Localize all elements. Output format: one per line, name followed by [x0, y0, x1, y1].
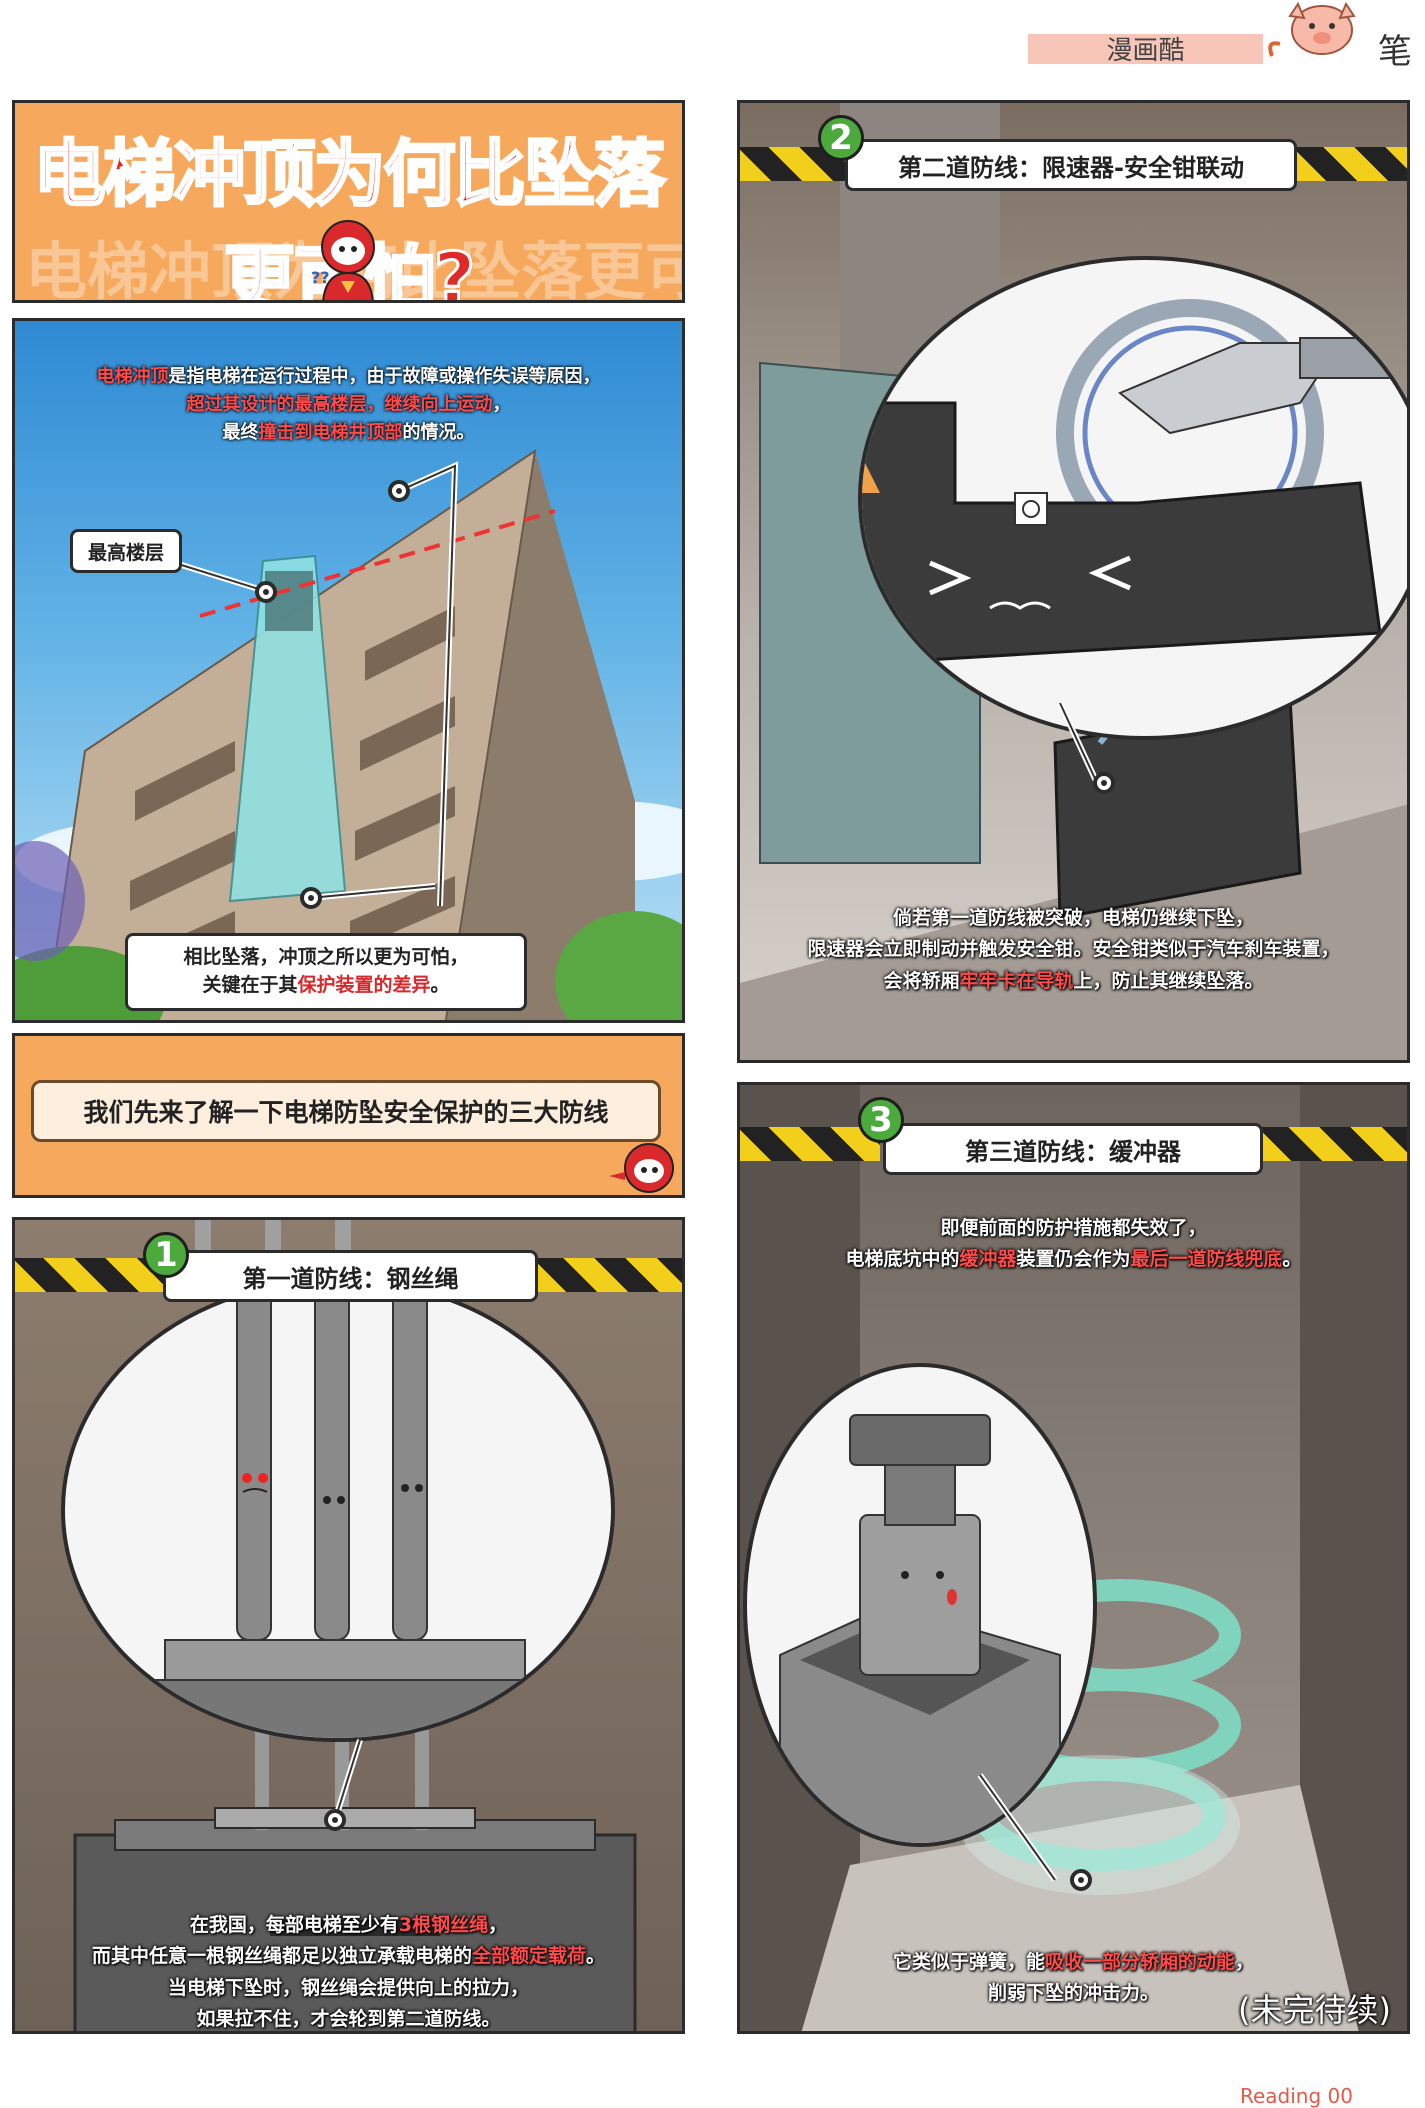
line2-title: 第二道防线：限速器-安全钳联动 — [845, 139, 1297, 191]
line3-title: 第三道防线：缓冲器 — [883, 1123, 1263, 1175]
steel-rope-illustration — [61, 1220, 637, 2031]
callout-dot-shaft-top — [388, 480, 410, 502]
line3-bottom-caption: 它类似于弹簧，能吸收一部分轿厢的动能， 削弱下坠的冲击力。 — [892, 1951, 1255, 2005]
hero-mascot-icon: ?? — [303, 213, 393, 300]
callout-dot-governor — [1093, 772, 1115, 794]
header-section-label: 漫画酷 — [1106, 36, 1185, 66]
intro-banner-text: 我们先来了解一下电梯防坠安全保护的三大防线 — [31, 1080, 661, 1142]
to-be-continued-text: (未完待续) — [1238, 1991, 1391, 2029]
pig-mascot-icon — [1262, 0, 1382, 64]
line2-number-badge: 2 — [818, 115, 864, 161]
line1-title: 第一道防线：钢丝绳 — [163, 1250, 538, 1302]
line1-caption: 在我国，每部电梯至少有3根钢丝绳， 而其中任意一根钢丝绳都足以独立承载电梯的全部… — [91, 1914, 606, 2031]
governor-illustration — [740, 103, 1407, 1060]
title-panel: 电梯冲顶为何比坠落更可怕? 电梯冲顶为何比坠落更可怕? ?? — [12, 100, 685, 303]
footer-page-text: Reading 00 — [1240, 2084, 1353, 2108]
line1-number-badge: 1 — [143, 1232, 189, 1278]
line3-intro-caption: 即便前面的防护措施都失效了， 电梯底坑中的缓冲器装置仍会作为最后一道防线兜底。 — [845, 1217, 1302, 1271]
callout-dot-buffer — [1070, 1869, 1092, 1891]
panel1-bottom-callout: 相比坠落，冲顶之所以更为可怕， 关键在于其保护装置的差异。 — [125, 933, 527, 1011]
panel-building: 电梯冲顶是指电梯在运行过程中，由于故障或操作失误等原因， 超过其设计的最高楼层，… — [12, 318, 685, 1023]
header-corner-char: 笔 — [1378, 32, 1412, 72]
hazard-tape-left — [740, 1127, 880, 1161]
hazard-tape-right — [535, 1258, 682, 1292]
line3-number-badge: 3 — [858, 1097, 904, 1143]
svg-text:??: ?? — [311, 268, 330, 287]
panel1-intro-text: 电梯冲顶是指电梯在运行过程中，由于故障或操作失误等原因， 超过其设计的最高楼层，… — [96, 366, 601, 443]
buffer-illustration — [740, 1085, 1407, 2031]
panel-line2-governor: 第二道防线：限速器-安全钳联动 2 倘若第一道防线被突破，电梯仍继续下坠， 限速… — [737, 100, 1410, 1063]
callout-dot-top-floor — [255, 581, 277, 603]
line2-caption: 倘若第一道防线被突破，电梯仍继续下坠， 限速器会立即制动并触发安全钳。安全钳类似… — [807, 907, 1340, 992]
mascot-small-icon — [605, 1136, 682, 1195]
hazard-tape-right — [1260, 1127, 1407, 1161]
callout-dot-shaft-bottom — [300, 887, 322, 909]
building-illustration — [15, 448, 682, 1020]
hazard-tape-left — [15, 1258, 165, 1292]
hazard-tape-right — [1295, 147, 1407, 181]
callout-dot-rope — [324, 1809, 346, 1831]
panel-line3-buffer: 第三道防线：缓冲器 3 即便前面的防护措施都失效了， 电梯底坑中的缓冲器装置仍会… — [737, 1082, 1410, 2034]
top-floor-label: 最高楼层 — [70, 529, 182, 573]
panel-line1-steel-rope: 第一道防线：钢丝绳 1 在我国，每部电梯至少有3根钢丝绳， 而其中任意一根钢丝绳… — [12, 1217, 685, 2034]
intro-banner-panel: 我们先来了解一下电梯防坠安全保护的三大防线 — [12, 1033, 685, 1198]
header-section-tag — [1028, 34, 1263, 64]
